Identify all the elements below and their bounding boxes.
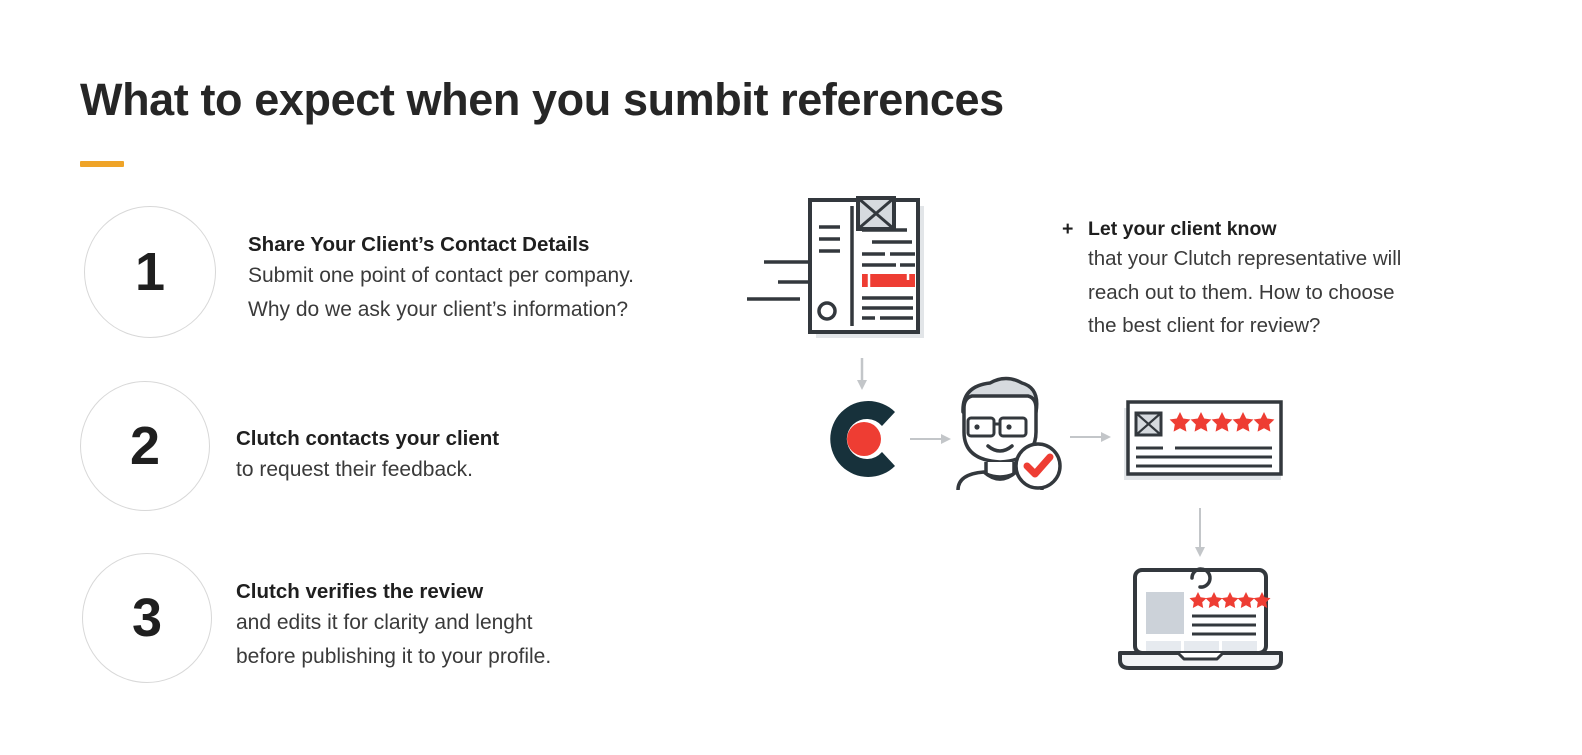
step-number-1: 1 xyxy=(134,242,166,302)
side-note-line-0: that your Clutch representative will xyxy=(1088,247,1402,271)
side-note-heading: + Let your client know xyxy=(1062,217,1502,242)
reviewer-avatar-icon xyxy=(956,376,1062,491)
plus-icon: + xyxy=(1062,218,1074,240)
review-card-stars xyxy=(1169,412,1275,432)
step-number-3: 3 xyxy=(131,588,163,648)
speed-lines xyxy=(747,260,808,301)
arrow-card-to-laptop xyxy=(1195,508,1205,557)
step-item-1: 1 Share Your Client’s Contact Details Su… xyxy=(84,206,634,338)
step-item-3: 3 Clutch verifies the review and edits i… xyxy=(82,553,551,683)
step-text-2: Clutch contacts your client to request t… xyxy=(236,422,499,487)
step-text-3: Clutch verifies the review and edits it … xyxy=(236,575,551,674)
side-note-line-2: the best client for review? xyxy=(1088,314,1321,338)
step-text-1: Share Your Client’s Contact Details Subm… xyxy=(248,228,634,327)
step-number-circle-1: 1 xyxy=(84,206,216,338)
step-line-3-1: before publishing it to your profile. xyxy=(236,644,552,668)
laptop-review-page-icon xyxy=(1118,567,1283,670)
step-number-2: 2 xyxy=(129,416,161,476)
title-accent-rule xyxy=(80,161,124,167)
step-number-circle-2: 2 xyxy=(80,381,210,511)
side-note-heading-text: Let your client know xyxy=(1088,218,1277,240)
step-heading-3: Clutch verifies the review xyxy=(236,580,484,603)
page-title: What to expect when you sumbit reference… xyxy=(80,74,1004,125)
review-card-icon xyxy=(1124,400,1283,480)
step-line-1-1: Why do we ask your client’s information? xyxy=(248,297,629,321)
step-heading-1: Share Your Client’s Contact Details xyxy=(248,233,590,256)
step-line-2-0: to request their feedback. xyxy=(236,457,473,481)
arrow-reviewer-to-card xyxy=(1070,432,1111,442)
envelope-icon xyxy=(856,196,896,231)
verified-check-icon xyxy=(1014,442,1062,490)
clutch-logo-icon xyxy=(830,401,895,478)
step-item-2: 2 Clutch contacts your client to request… xyxy=(80,381,499,511)
arrow-logo-to-reviewer xyxy=(910,434,951,444)
side-note: + Let your client know that your Clutch r… xyxy=(1062,217,1502,343)
step-heading-2: Clutch contacts your client xyxy=(236,427,500,450)
step-number-circle-3: 3 xyxy=(82,553,212,683)
step-line-1-0: Submit one point of contact per company. xyxy=(248,263,634,287)
laptop-stars xyxy=(1189,592,1271,608)
step-line-3-0: and edits it for clarity and lenght xyxy=(236,610,533,634)
arrow-document-to-logo xyxy=(857,358,867,390)
side-note-body: that your Clutch representative will rea… xyxy=(1088,242,1502,342)
side-note-line-1: reach out to them. How to choose xyxy=(1088,280,1395,304)
document-with-envelope-icon xyxy=(747,196,924,338)
